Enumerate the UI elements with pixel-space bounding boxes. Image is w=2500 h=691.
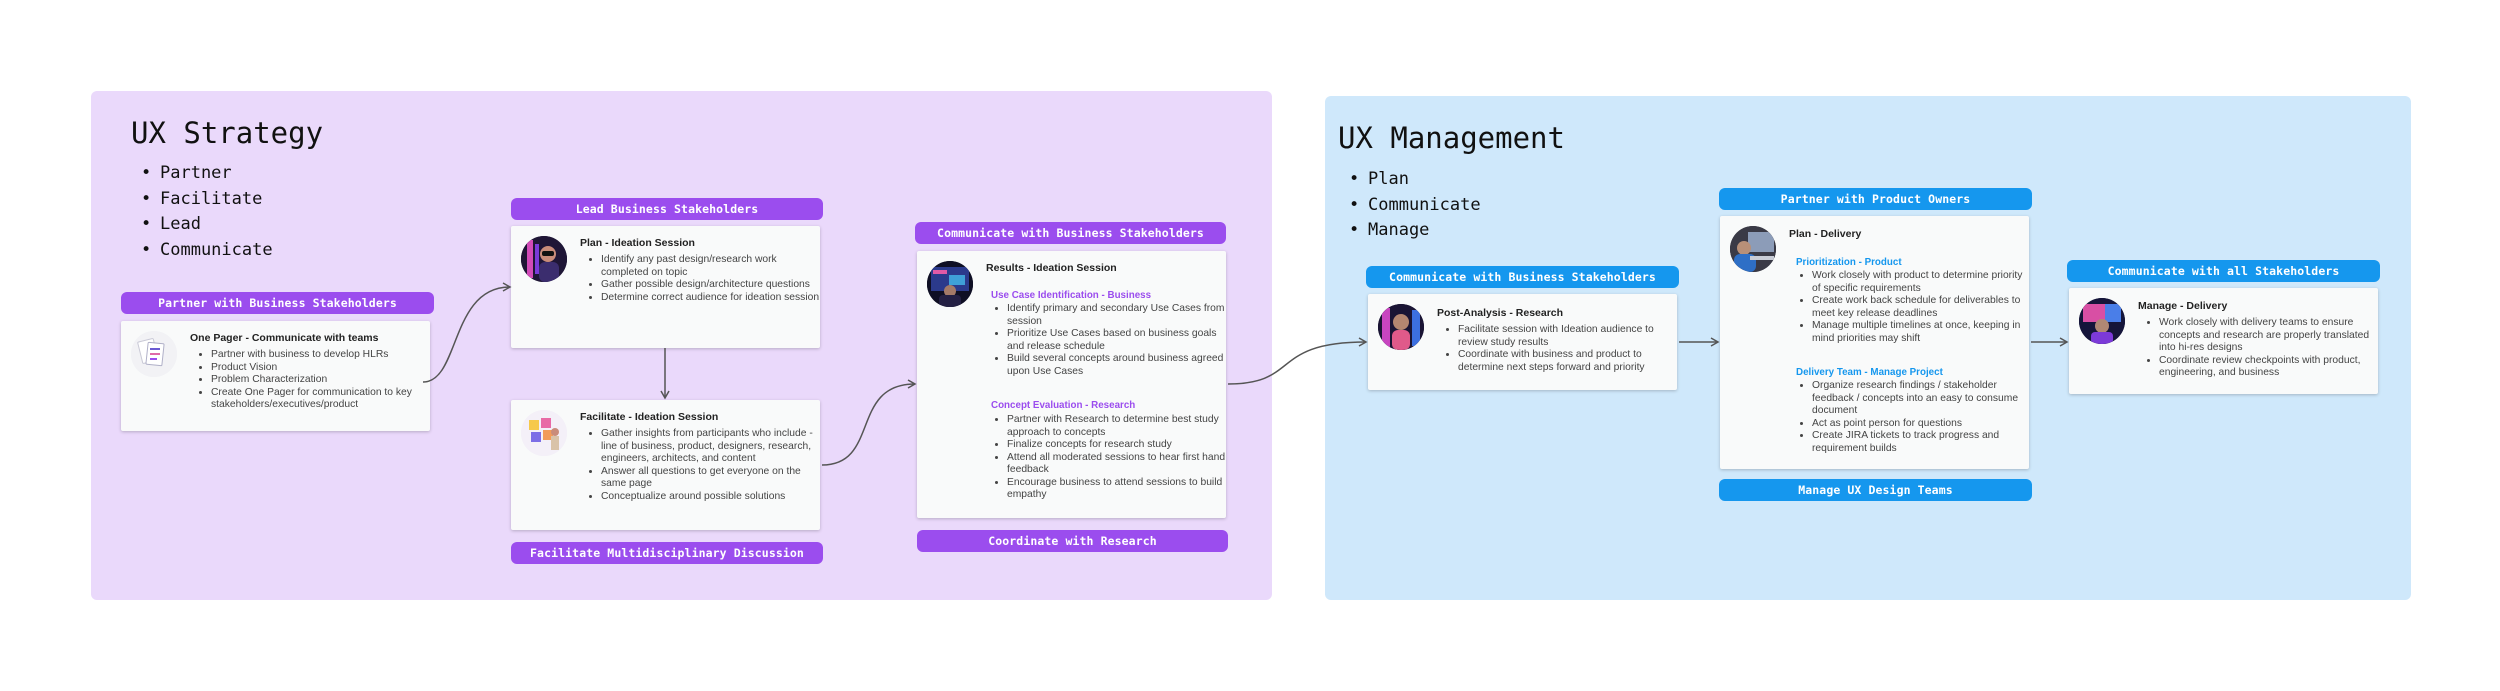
list-item: Create One Pager for communication to ke… bbox=[211, 387, 431, 412]
list-item: Problem Characterization bbox=[211, 374, 431, 387]
section-heading: Use Case Identification - Business bbox=[991, 290, 1151, 301]
ux-management-title: UX Management bbox=[1338, 121, 1565, 155]
sticky-notes-icon bbox=[521, 410, 567, 456]
list-item: Partner with business to develop HLRs bbox=[211, 349, 431, 362]
list-item: Encourage business to attend sessions to… bbox=[1007, 477, 1227, 502]
bullet-item: Facilitate bbox=[136, 187, 273, 213]
bullet-item: Communicate bbox=[1344, 193, 1481, 219]
card-title: Plan - Ideation Session bbox=[580, 237, 695, 249]
person-laptop-avatar-icon bbox=[927, 261, 973, 307]
section-heading: Concept Evaluation - Research bbox=[991, 400, 1135, 411]
card-title: Results - Ideation Session bbox=[986, 262, 1117, 274]
list-item: Act as point person for questions bbox=[1812, 418, 2030, 431]
card-list: Work closely with product to determine p… bbox=[1802, 270, 2030, 345]
card-title: Post-Analysis - Research bbox=[1437, 307, 1563, 319]
card-list: Partner with Research to determine best … bbox=[997, 414, 1227, 502]
communicate-all-stakeholders-pill: Communicate with all Stakeholders bbox=[2067, 260, 2380, 282]
card-title: Plan - Delivery bbox=[1789, 228, 1861, 240]
list-item: Finalize concepts for research study bbox=[1007, 439, 1227, 452]
facilitate-discussion-pill: Facilitate Multidisciplinary Discussion bbox=[511, 542, 823, 564]
list-item: Identify any past design/research work c… bbox=[601, 254, 821, 279]
ux-management-bullets: Plan Communicate Manage bbox=[1344, 167, 1481, 244]
ux-strategy-bullets: Partner Facilitate Lead Communicate bbox=[136, 161, 273, 263]
bullet-item: Manage bbox=[1344, 218, 1481, 244]
document-thumbnail-icon bbox=[131, 331, 177, 377]
section-heading: Delivery Team - Manage Project bbox=[1796, 367, 1943, 378]
bullet-item: Plan bbox=[1344, 167, 1481, 193]
list-item: Create JIRA tickets to track progress an… bbox=[1812, 430, 2030, 455]
list-item: Gather possible design/architecture ques… bbox=[601, 279, 821, 292]
manage-ux-design-teams-pill: Manage UX Design Teams bbox=[1719, 479, 2032, 501]
list-item: Product Vision bbox=[211, 362, 431, 375]
list-item: Manage multiple timelines at once, keepi… bbox=[1812, 320, 2030, 345]
list-item: Answer all questions to get everyone on … bbox=[601, 466, 821, 491]
plan-ideation-card: Plan - Ideation Session Identify any pas… bbox=[511, 226, 820, 348]
list-item: Determine correct audience for ideation … bbox=[601, 292, 821, 305]
card-list: Identify primary and secondary Use Cases… bbox=[997, 303, 1227, 378]
ux-strategy-title: UX Strategy bbox=[131, 116, 323, 150]
card-list: Partner with business to develop HLRs Pr… bbox=[201, 349, 431, 412]
person-computer-avatar-icon bbox=[1730, 226, 1776, 272]
card-title: Facilitate - Ideation Session bbox=[580, 411, 718, 423]
lead-business-stakeholders-pill: Lead Business Stakeholders bbox=[511, 198, 823, 220]
partner-business-stakeholders-pill: Partner with Business Stakeholders bbox=[121, 292, 434, 314]
list-item: Build several concepts around business a… bbox=[1007, 353, 1227, 378]
person-headset-avatar-icon bbox=[1378, 304, 1424, 350]
card-list: Work closely with delivery teams to ensu… bbox=[2149, 317, 2379, 380]
card-list: Gather insights from participants who in… bbox=[591, 428, 821, 503]
list-item: Organize research findings / stakeholder… bbox=[1812, 380, 2030, 418]
coordinate-research-pill: Coordinate with Research bbox=[917, 530, 1228, 552]
list-item: Partner with Research to determine best … bbox=[1007, 414, 1227, 439]
communicate-business-stakeholders-pill: Communicate with Business Stakeholders bbox=[1366, 266, 1679, 288]
partner-product-owners-pill: Partner with Product Owners bbox=[1719, 188, 2032, 210]
person-vr-avatar-icon bbox=[521, 236, 567, 282]
list-item: Facilitate session with Ideation audienc… bbox=[1458, 324, 1678, 349]
section-heading: Prioritization - Product bbox=[1796, 257, 1902, 268]
post-analysis-card: Post-Analysis - Research Facilitate sess… bbox=[1368, 294, 1677, 390]
bullet-item: Lead bbox=[136, 212, 273, 238]
card-list: Organize research findings / stakeholder… bbox=[1802, 380, 2030, 455]
card-title: Manage - Delivery bbox=[2138, 300, 2227, 312]
list-item: Attend all moderated sessions to hear fi… bbox=[1007, 452, 1227, 477]
list-item: Coordinate with business and product to … bbox=[1458, 349, 1678, 374]
card-title: One Pager - Communicate with teams bbox=[190, 332, 378, 344]
card-list: Identify any past design/research work c… bbox=[591, 254, 821, 304]
list-item: Identify primary and secondary Use Cases… bbox=[1007, 303, 1227, 328]
plan-delivery-card: Plan - Delivery Prioritization - Product… bbox=[1720, 216, 2029, 469]
facilitate-ideation-card: Facilitate - Ideation Session Gather ins… bbox=[511, 400, 820, 530]
list-item: Coordinate review checkpoints with produ… bbox=[2159, 355, 2379, 380]
results-ideation-card: Results - Ideation Session Use Case Iden… bbox=[917, 251, 1226, 518]
list-item: Work closely with delivery teams to ensu… bbox=[2159, 317, 2379, 355]
bullet-item: Communicate bbox=[136, 238, 273, 264]
one-pager-card: One Pager - Communicate with teams Partn… bbox=[121, 321, 430, 431]
card-list: Facilitate session with Ideation audienc… bbox=[1448, 324, 1678, 374]
communicate-business-stakeholders-pill: Communicate with Business Stakeholders bbox=[915, 222, 1226, 244]
list-item: Conceptualize around possible solutions bbox=[601, 491, 821, 504]
list-item: Create work back schedule for deliverabl… bbox=[1812, 295, 2030, 320]
list-item: Gather insights from participants who in… bbox=[601, 428, 821, 466]
person-monitor-avatar-icon bbox=[2079, 298, 2125, 344]
bullet-item: Partner bbox=[136, 161, 273, 187]
list-item: Prioritize Use Cases based on business g… bbox=[1007, 328, 1227, 353]
list-item: Work closely with product to determine p… bbox=[1812, 270, 2030, 295]
manage-delivery-card: Manage - Delivery Work closely with deli… bbox=[2069, 288, 2378, 394]
